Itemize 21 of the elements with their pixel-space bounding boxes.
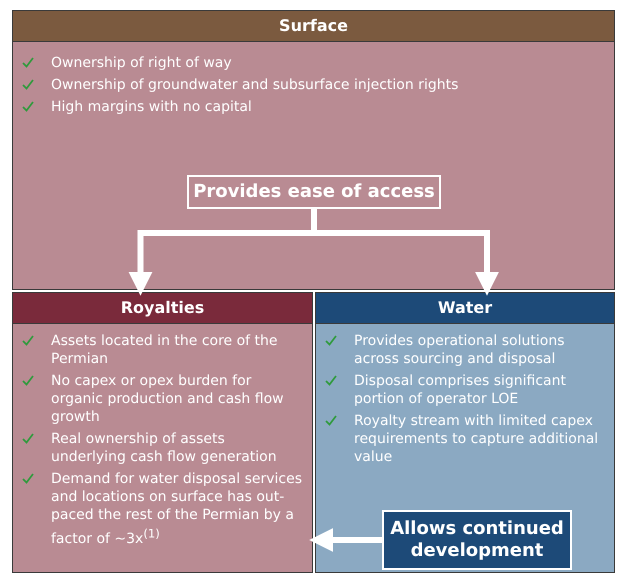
bullet-text: Demand for water disposal services and locations on surface has out-paced the rest of the Permian by a factor of ~3x$^{(1)}$ [51,471,302,547]
callout-box [382,510,572,570]
bullet-text: Real ownership of assets underlying cash flow generation [51,431,277,465]
callout-text: Allows continued development [389,518,565,562]
bullet-text: Ownership of groundwater and subsurface injection rights [51,77,458,93]
callout-box [187,175,441,209]
bullet-text: High margins with no capital [51,99,252,115]
panel [12,292,313,573]
bullet-text: Assets located in the core of the Permian [51,333,278,367]
bullet-text: Provides operational solutions across sourcing and disposal [354,333,564,367]
panel [12,10,615,290]
bullet-text: Royalty stream with limited capex requirements to capture additional value [354,413,598,465]
bullet-text: No capex or opex burden for organic production and cash flow growth [51,373,284,425]
arrow [309,528,382,552]
panel-heading: Royalties [13,293,312,324]
panel-heading: Water [316,293,614,324]
bullet-text: Ownership of right of way [51,55,232,71]
panel-heading: Surface [13,11,614,42]
callout-text: Provides ease of access [193,181,435,203]
panel [315,292,615,573]
bullet-text: Disposal comprises significant portion of operator LOE [354,373,566,407]
